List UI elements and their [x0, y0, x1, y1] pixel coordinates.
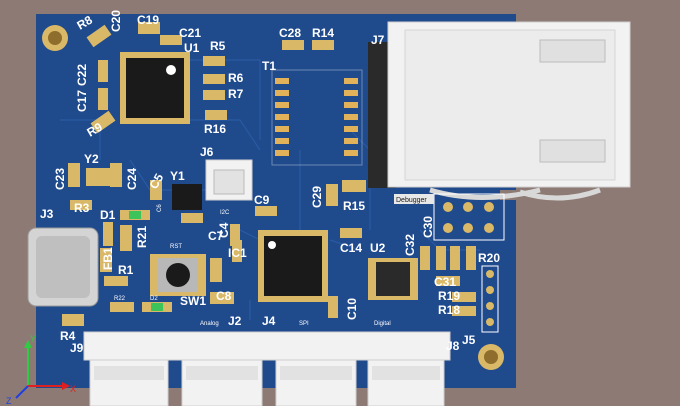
label-r21: R21: [135, 226, 149, 248]
label-c22: C22: [75, 64, 89, 86]
bottom-connectors: [83, 331, 451, 406]
label-r5: R5: [210, 39, 226, 53]
label-j9: J9: [70, 341, 84, 355]
silkscreen-small-labels: I2C RST Analog SPI Digital Debugger: [170, 194, 434, 327]
label-r16: R16: [204, 122, 226, 136]
label-c10: C10: [345, 298, 359, 320]
chip-ic1: [258, 230, 328, 302]
label-c4: C4: [217, 222, 231, 238]
chip-u1: [120, 52, 190, 124]
label-i2c: I2C: [220, 210, 230, 216]
label-j6: J6: [200, 145, 214, 159]
label-debugger: Debugger: [396, 197, 427, 204]
label-c6: C6: [157, 204, 163, 212]
label-c32: C32: [403, 234, 417, 256]
label-r18: R18: [438, 303, 460, 317]
label-j5: J5: [462, 333, 476, 347]
label-spi: SPI: [299, 321, 309, 327]
label-r8: R8: [75, 13, 96, 33]
chip-u2: [368, 258, 418, 300]
label-c5: C5: [146, 171, 166, 192]
label-c23: C23: [53, 168, 67, 190]
label-u1: U1: [184, 41, 200, 55]
connector-j6: [205, 159, 253, 201]
label-r14: R14: [312, 26, 334, 40]
label-digital: Digital: [374, 321, 391, 327]
label-c21: C21: [179, 26, 201, 40]
label-r3: R3: [74, 201, 90, 215]
designator-labels: R8 C20 C19 C21 U1 C22 C17 R9 R5 R6 R7 R1…: [40, 10, 500, 355]
reset-button-sw1: [150, 254, 206, 296]
label-c17: C17: [75, 90, 89, 112]
label-c7: C7: [208, 229, 224, 243]
label-d2: D2: [150, 296, 158, 302]
axis-label-z: Z: [6, 396, 12, 406]
label-c14: C14: [340, 241, 362, 255]
label-rst: RST: [170, 244, 182, 250]
label-c20: C20: [109, 10, 123, 32]
axis-label-x: X: [70, 384, 76, 394]
label-c31: C31: [434, 275, 456, 289]
label-j2: J2: [228, 314, 242, 328]
label-ic1: IC1: [228, 246, 247, 260]
label-c19: C19: [137, 13, 159, 27]
transformer-t1-pads: [275, 78, 358, 156]
label-y2: Y2: [84, 152, 99, 166]
label-y1: Y1: [170, 169, 185, 183]
ethernet-jack-j7: [368, 21, 631, 201]
label-r15: R15: [343, 199, 365, 213]
label-r19: R19: [438, 289, 460, 303]
axis-gizmo: Y X Z: [6, 334, 76, 406]
label-analog: Analog: [200, 321, 219, 327]
label-r4: R4: [60, 329, 76, 343]
label-r9: R9: [85, 120, 106, 140]
label-d1: D1: [100, 208, 116, 222]
label-j8: J8: [446, 339, 460, 353]
label-c29: C29: [310, 186, 324, 208]
label-r22: R22: [114, 296, 126, 302]
axis-label-y: Y: [30, 334, 36, 344]
label-j4: J4: [262, 314, 276, 328]
label-u2: U2: [370, 241, 386, 255]
label-c30: C30: [421, 216, 435, 238]
label-c8: C8: [216, 289, 232, 303]
label-j7: J7: [371, 33, 385, 47]
label-sw1: SW1: [180, 294, 206, 308]
label-c28: C28: [279, 26, 301, 40]
label-j3: J3: [40, 207, 54, 221]
header-j5: [481, 265, 499, 333]
label-r20: R20: [478, 251, 500, 265]
usb-c-port-j3: [27, 227, 99, 307]
crystal-y1: [172, 184, 202, 210]
label-fb1: FB1: [101, 247, 115, 270]
label-t1: T1: [262, 59, 276, 73]
passive-components: [62, 22, 476, 326]
label-r1: R1: [118, 263, 134, 277]
label-c24: C24: [125, 168, 139, 190]
label-c9: C9: [254, 193, 270, 207]
debugger-header: [433, 193, 505, 241]
label-r7: R7: [228, 87, 244, 101]
label-r6: R6: [228, 71, 244, 85]
